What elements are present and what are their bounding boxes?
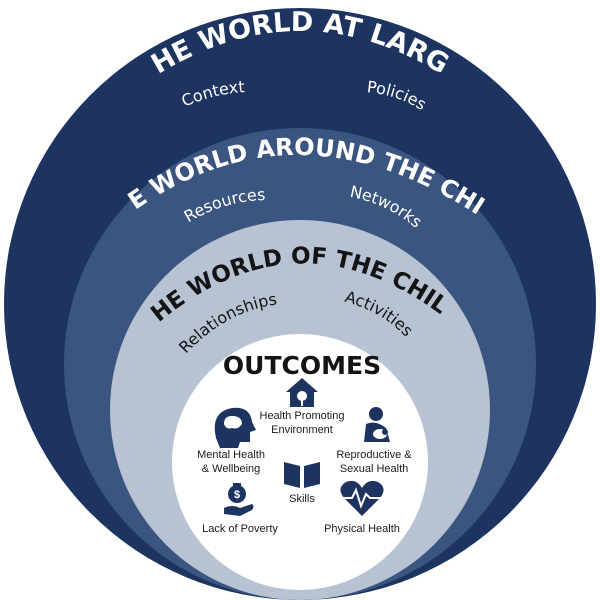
ring-outcomes [172, 334, 428, 590]
mental-health-line1: Mental Health [197, 449, 265, 461]
health-env-line2: Environment [271, 424, 333, 436]
reproductive-line2: Sexual Health [340, 463, 409, 475]
brain-head-icon [214, 407, 256, 448]
physical-health-label: Physical Health [324, 523, 400, 535]
open-book-icon [284, 462, 320, 488]
reproductive-line1: Reproductive & [336, 449, 412, 461]
health-env-line1: Health Promoting [260, 410, 345, 422]
heart-pulse-icon [340, 480, 384, 516]
money-bag-hand-icon: $ [224, 483, 254, 516]
outcomes-title: OUTCOMES [223, 351, 381, 380]
mother-baby-icon [364, 407, 390, 442]
skills-label: Skills [289, 493, 315, 505]
house-tree-icon [286, 378, 318, 407]
mental-health-line2: & Wellbeing [202, 463, 261, 475]
svg-text:$: $ [234, 489, 240, 501]
lack-of-poverty-label: Lack of Poverty [202, 523, 278, 535]
